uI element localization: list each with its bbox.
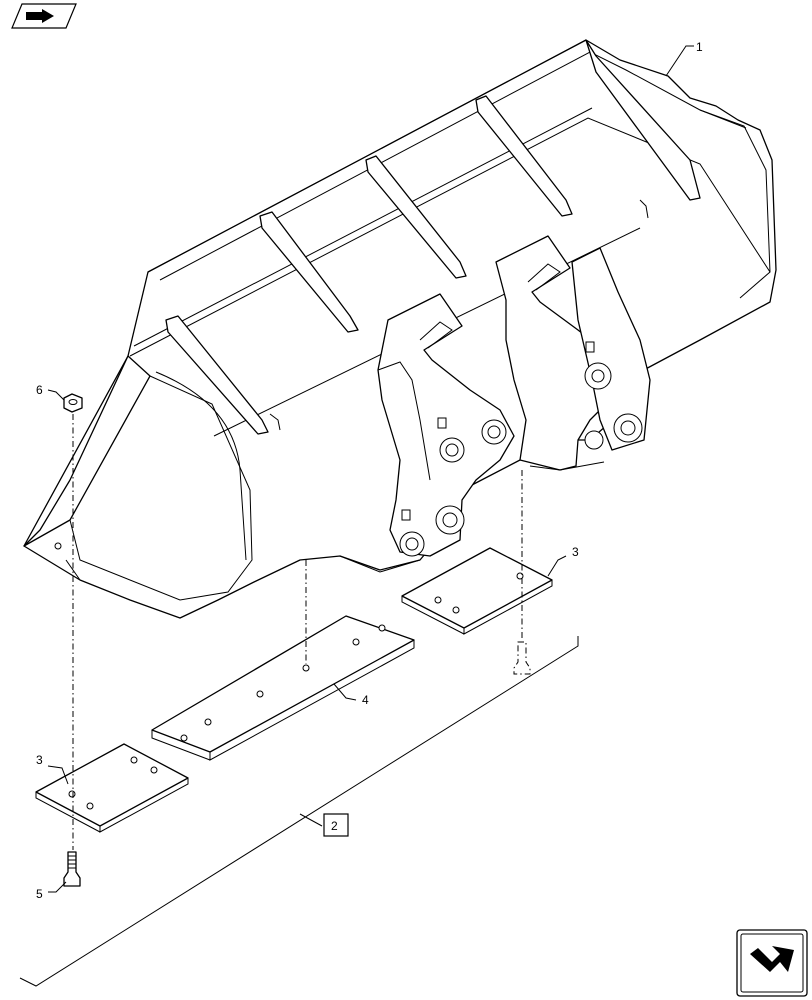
leader-1: [665, 45, 694, 77]
leader-4: [333, 683, 357, 701]
leader-2: [299, 813, 323, 827]
callout-5: 5: [36, 887, 43, 901]
cutting-edge: [151, 615, 415, 761]
leader-3b: [47, 765, 69, 785]
callout-3-left: 3: [36, 753, 43, 767]
callout-1: 1: [696, 40, 703, 54]
bucket: [23, 39, 777, 619]
callout-6: 6: [36, 383, 43, 397]
callout-4: 4: [362, 693, 369, 707]
callout-3-right: 3: [572, 545, 579, 559]
wear-plate-left: [35, 743, 189, 833]
bolt: [63, 851, 81, 887]
callout-2-box[interactable]: 2: [323, 813, 349, 837]
kit-bracket-line: [19, 636, 579, 987]
leader-6: [47, 389, 65, 401]
wear-plate-right: [401, 547, 553, 635]
callout-2: 2: [331, 819, 338, 833]
bolt-right: [513, 641, 531, 675]
next-page-arrow-icon[interactable]: [736, 929, 808, 997]
navigation-arrow-icon[interactable]: [11, 3, 77, 29]
leader-5: [48, 881, 67, 893]
nut: [63, 393, 83, 413]
leader-3a: [547, 555, 567, 577]
